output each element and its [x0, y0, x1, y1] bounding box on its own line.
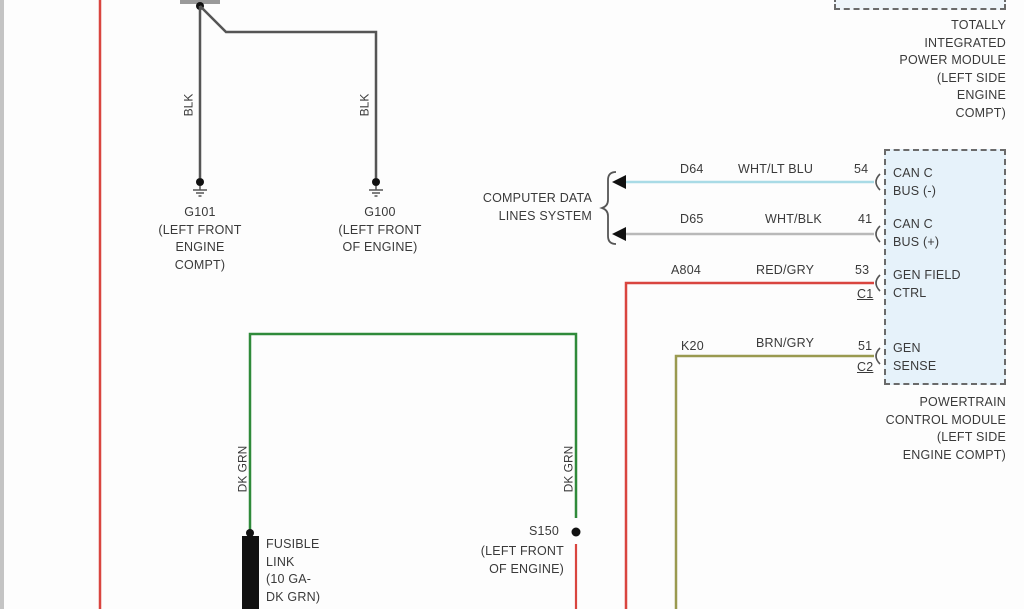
tipm-box-text: ELECTRONICS	[836, 0, 1004, 6]
ground-symbol-g101	[193, 178, 207, 197]
arrow-d65-icon	[612, 227, 626, 241]
circuit-a804: A804	[671, 263, 701, 277]
computer-data-lines-label: COMPUTER DATA LINES SYSTEM	[482, 191, 592, 223]
wire-label-blk-g100: BLK	[357, 93, 372, 117]
pcm-pin-gen-field-ctrl: GEN FIELD CTRL	[893, 268, 961, 300]
splice-s150-id: S150	[529, 524, 559, 538]
tipm-box: ELECTRONICS	[834, 0, 1006, 10]
wire-color-d64: WHT/LT BLU	[738, 162, 814, 176]
wire-k20	[674, 354, 874, 609]
pcm-box	[884, 149, 1006, 385]
pcm-pin-can-c-plus: CAN C BUS (+)	[893, 217, 940, 249]
wire-color-a804: RED/GRY	[756, 263, 815, 277]
pin-53: 53	[855, 263, 870, 277]
pin-51: 51	[858, 339, 873, 353]
tipm-label: TOTALLY INTEGRATED POWER MODULE (LEFT SI…	[899, 18, 1006, 120]
splice-s150-dot	[571, 527, 581, 537]
fusible-link-body	[242, 536, 259, 609]
page-left-border	[0, 0, 4, 609]
fusible-link-node	[246, 529, 254, 537]
pin-54: 54	[854, 162, 869, 176]
wire-a804	[624, 281, 874, 609]
dk-grn-loop-wire	[248, 332, 578, 540]
pin-41: 41	[858, 212, 873, 226]
connector-c2: C2	[857, 360, 874, 374]
fusible-link-label: FUSIBLE LINK (10 GA- DK GRN)	[266, 537, 321, 604]
arrow-d64-icon	[612, 175, 626, 189]
pcm-pin-can-c-minus: CAN C BUS (-)	[893, 166, 937, 198]
pcm-pin-terminals	[875, 173, 881, 365]
wire-color-d65: WHT/BLK	[765, 212, 822, 226]
ground-symbol-g100	[369, 178, 383, 197]
data-lines-brace	[599, 171, 617, 245]
circuit-k20: K20	[681, 339, 704, 353]
blk-wire-g100	[199, 5, 378, 178]
ground-g100-label: G100 (LEFT FRONT OF ENGINE)	[338, 205, 422, 254]
circuit-d64: D64	[680, 162, 704, 176]
wire-label-dk-grn-right: DK GRN	[561, 445, 576, 493]
pcm-pin-gen-sense: GEN SENSE	[893, 341, 937, 373]
wire-label-blk-g101: BLK	[181, 93, 196, 117]
connector-c1: C1	[857, 287, 874, 301]
splice-s150-location: (LEFT FRONT OF ENGINE)	[480, 544, 564, 576]
wire-color-k20: BRN/GRY	[756, 336, 815, 350]
wire-label-dk-grn-left: DK GRN	[235, 445, 250, 493]
pcm-label: POWERTRAIN CONTROL MODULE (LEFT SIDE ENG…	[885, 395, 1006, 462]
ground-g101-label: G101 (LEFT FRONT ENGINE COMPT)	[158, 205, 242, 272]
circuit-d65: D65	[680, 212, 704, 226]
